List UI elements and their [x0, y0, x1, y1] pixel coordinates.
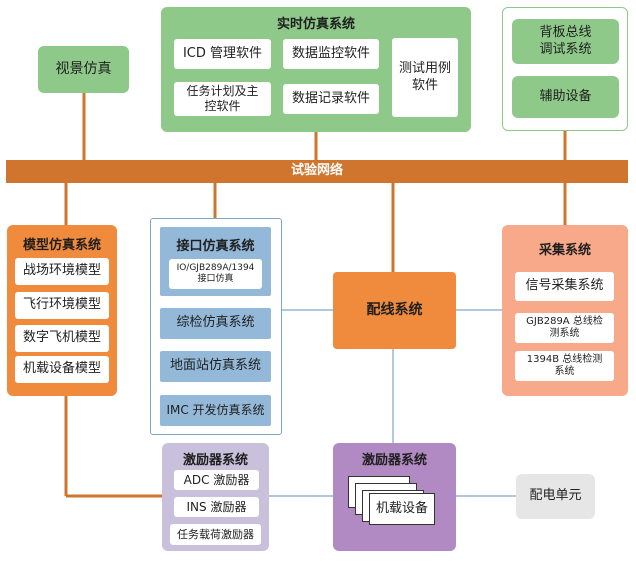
signal-acq-label: 信号采集系统 — [525, 278, 604, 294]
task-plan-label: 任务计划及主控软件 — [186, 84, 259, 113]
gjb-detect-label: GJB289A 总线检测系统 — [526, 315, 603, 340]
interface-sim-group: 接口仿真系统 IO/GJB289A/1394接口仿真 — [160, 227, 271, 296]
model-item-label: 机载设备模型 — [22, 361, 101, 377]
aux-device-label: 辅助设备 — [539, 88, 592, 104]
test-case-label: 测试用例软件 — [399, 61, 452, 93]
bus1394-detect-box: 1394B 总线检测系统 — [515, 351, 614, 381]
wiring-system-label: 配线系统 — [366, 301, 423, 318]
exciter-center-panel: 激励器系统 机载设备 — [333, 443, 456, 551]
acquisition-panel: 采集系统 信号采集系统 GJB289A 总线检测系统 1394B 总线检测系统 — [502, 225, 628, 396]
exciter-center-title: 激励器系统 — [361, 453, 427, 468]
comprehensive-sim-label: 综检仿真系统 — [176, 315, 255, 331]
model-item-label: 数字飞机模型 — [22, 330, 101, 346]
airborne-equipment-box: 机载设备 — [369, 493, 435, 525]
ins-exciter-box: INS 激励器 — [174, 497, 259, 517]
ground-station-box: 地面站仿真系统 — [160, 351, 271, 382]
wiring-system-box: 配线系统 — [333, 272, 456, 349]
model-item-label: 战场环境模型 — [22, 263, 101, 279]
adc-exciter-label: ADC 激励器 — [183, 472, 250, 487]
acquisition-title: 采集系统 — [538, 243, 591, 258]
payload-exciter-label: 任务载荷激励器 — [177, 527, 254, 541]
model-sim-panel: 模型仿真系统 战场环境模型 飞行环境模型 数字飞机模型 机载设备模型 — [7, 225, 117, 396]
task-plan-box: 任务计划及主控软件 — [174, 82, 271, 116]
ins-exciter-label: INS 激励器 — [186, 499, 247, 514]
payload-exciter-box: 任务载荷激励器 — [170, 524, 261, 545]
exciter-left-panel: 激励器系统 ADC 激励器 INS 激励器 任务载荷激励器 — [162, 443, 269, 551]
signal-acq-box: 信号采集系统 — [515, 272, 614, 301]
power-unit-box: 配电单元 — [516, 474, 595, 519]
interface-sim-panel: 接口仿真系统 IO/GJB289A/1394接口仿真 综检仿真系统 地面站仿真系… — [150, 218, 282, 435]
interface-sim-title: 接口仿真系统 — [176, 239, 255, 254]
data-record-box: 数据记录软件 — [283, 84, 379, 114]
bus1394-detect-label: 1394B 总线检测系统 — [526, 353, 603, 378]
model-item-battlefield: 战场环境模型 — [15, 258, 109, 285]
exciter-left-title: 激励器系统 — [182, 453, 248, 468]
model-item-flight-env: 飞行环境模型 — [15, 292, 109, 319]
io-interface-label: IO/GJB289A/1394接口仿真 — [176, 262, 255, 284]
test-case-box: 测试用例软件 — [392, 38, 458, 117]
visual-sim-label: 视景仿真 — [55, 60, 112, 77]
airborne-equipment-label: 机载设备 — [375, 500, 428, 516]
backplane-box: 背板总线调试系统 — [512, 19, 619, 64]
gjb-detect-box: GJB289A 总线检测系统 — [515, 313, 614, 343]
icd-software-box: ICD 管理软件 — [174, 39, 271, 69]
test-network-bar: 试验网络 — [6, 160, 628, 183]
data-monitor-box: 数据监控软件 — [283, 39, 379, 69]
model-item-digital-aircraft: 数字飞机模型 — [15, 325, 109, 352]
model-item-airborne-equipment: 机载设备模型 — [15, 356, 109, 383]
test-network-label: 试验网络 — [290, 163, 343, 179]
data-monitor-label: 数据监控软件 — [291, 45, 370, 61]
realtime-sim-panel: 实时仿真系统 ICD 管理软件 数据监控软件 任务计划及主控软件 数据记录软件 … — [161, 7, 471, 132]
aux-device-box: 辅助设备 — [512, 76, 619, 118]
visual-sim-box: 视景仿真 — [38, 46, 129, 93]
model-item-label: 飞行环境模型 — [22, 297, 101, 313]
io-interface-box: IO/GJB289A/1394接口仿真 — [169, 259, 262, 289]
ground-station-label: 地面站仿真系统 — [169, 358, 261, 374]
right-top-panel: 背板总线调试系统 辅助设备 — [502, 7, 628, 131]
comprehensive-sim-box: 综检仿真系统 — [160, 308, 271, 339]
adc-exciter-box: ADC 激励器 — [174, 470, 259, 490]
icd-software-label: ICD 管理软件 — [182, 45, 263, 61]
realtime-sim-title: 实时仿真系统 — [276, 17, 355, 32]
power-unit-label: 配电单元 — [529, 488, 582, 504]
imc-dev-box: IMC 开发仿真系统 — [160, 395, 271, 426]
model-sim-title: 模型仿真系统 — [22, 238, 101, 253]
imc-dev-label: IMC 开发仿真系统 — [166, 403, 265, 417]
backplane-label: 背板总线调试系统 — [539, 25, 592, 57]
data-record-label: 数据记录软件 — [291, 90, 370, 106]
